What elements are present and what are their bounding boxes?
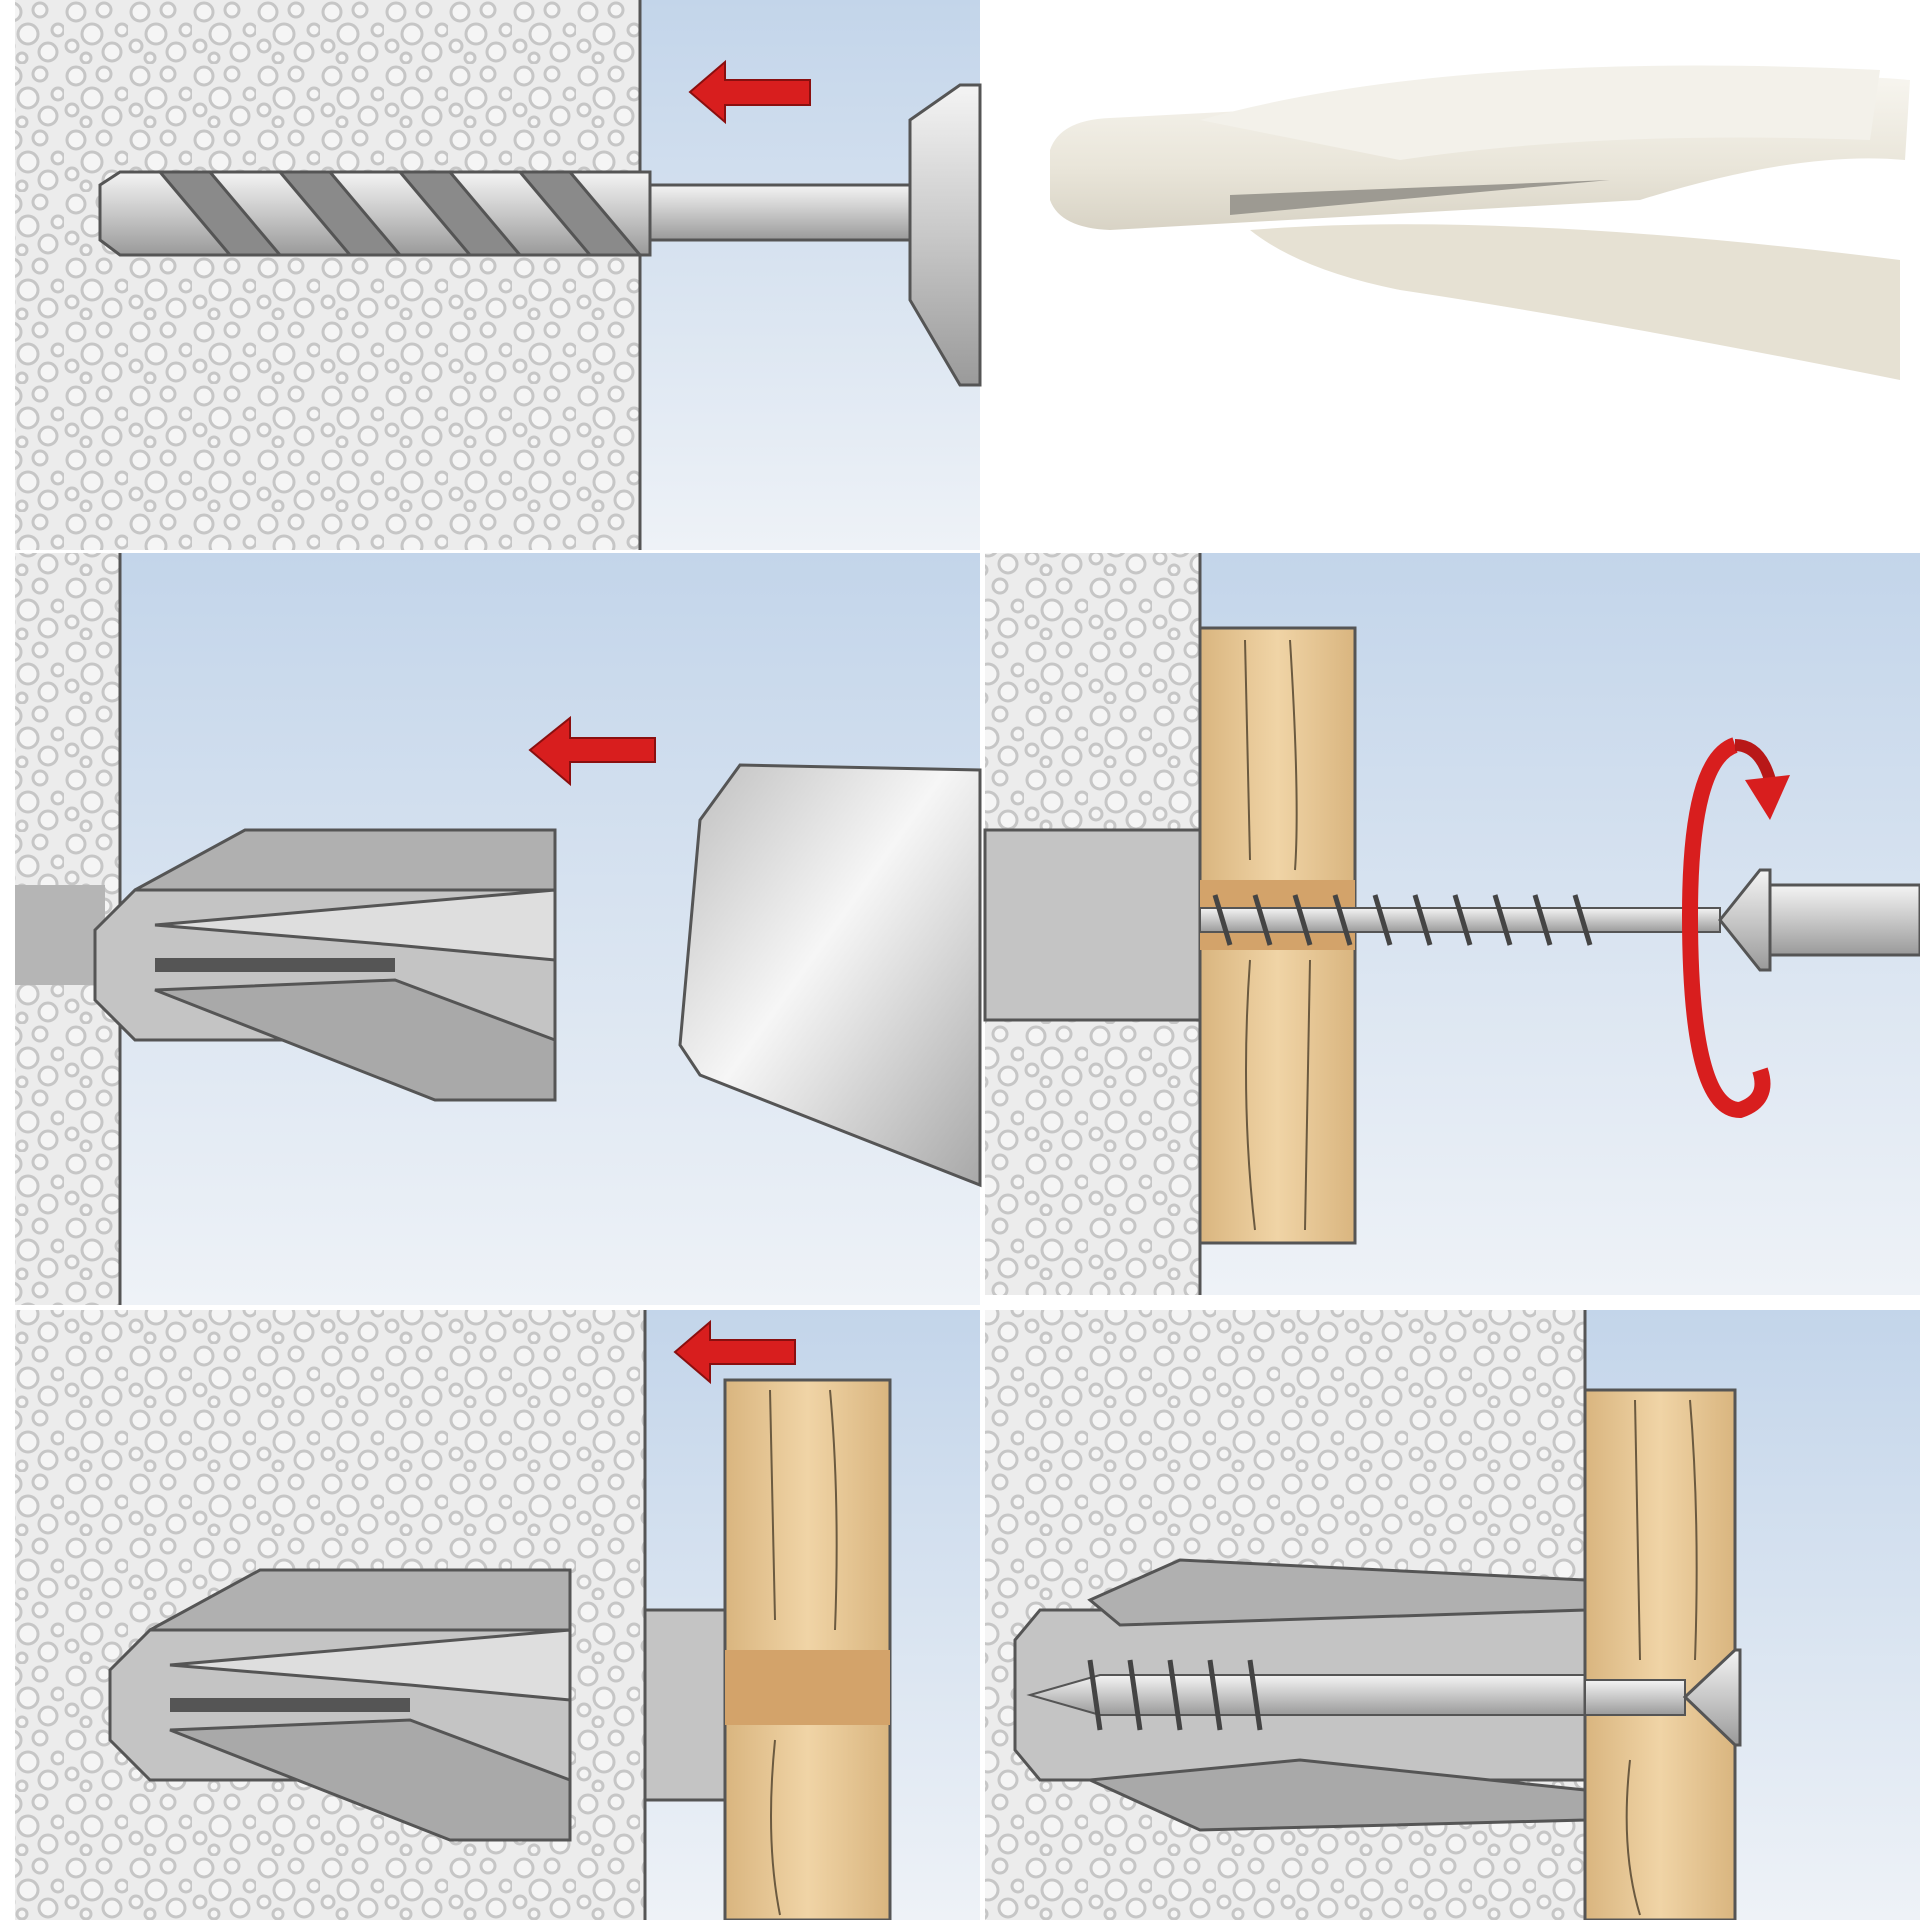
arrow-left-icon [528,715,656,787]
hammer-icon [678,763,982,1188]
rotate-arrow-icon [1681,737,1790,1119]
screwdriver-icon [1768,883,1920,957]
dowel-icon [983,828,1202,1022]
panel-product-photo [985,0,1920,550]
screw-icon [1199,868,1772,972]
panel-dowel-expanded [985,1310,1920,1920]
foam-wall [15,0,640,550]
drilled-hole [15,885,105,985]
arrow-left-icon [688,59,811,125]
arrow-left-icon [673,1319,796,1385]
screw-icon [1026,1659,1586,1731]
panel-drill-hole [15,0,982,550]
wood-board [1583,1388,1737,1920]
drill-bit-icon [98,83,982,387]
panel-hammer-dowel [15,553,982,1305]
panel-insert-through-fixture [15,1310,980,1920]
nylon-dowel-photo [1050,65,1910,380]
panel-screw-in [983,553,1920,1295]
drill-chuck [908,83,982,387]
screw-head [1682,1648,1742,1747]
